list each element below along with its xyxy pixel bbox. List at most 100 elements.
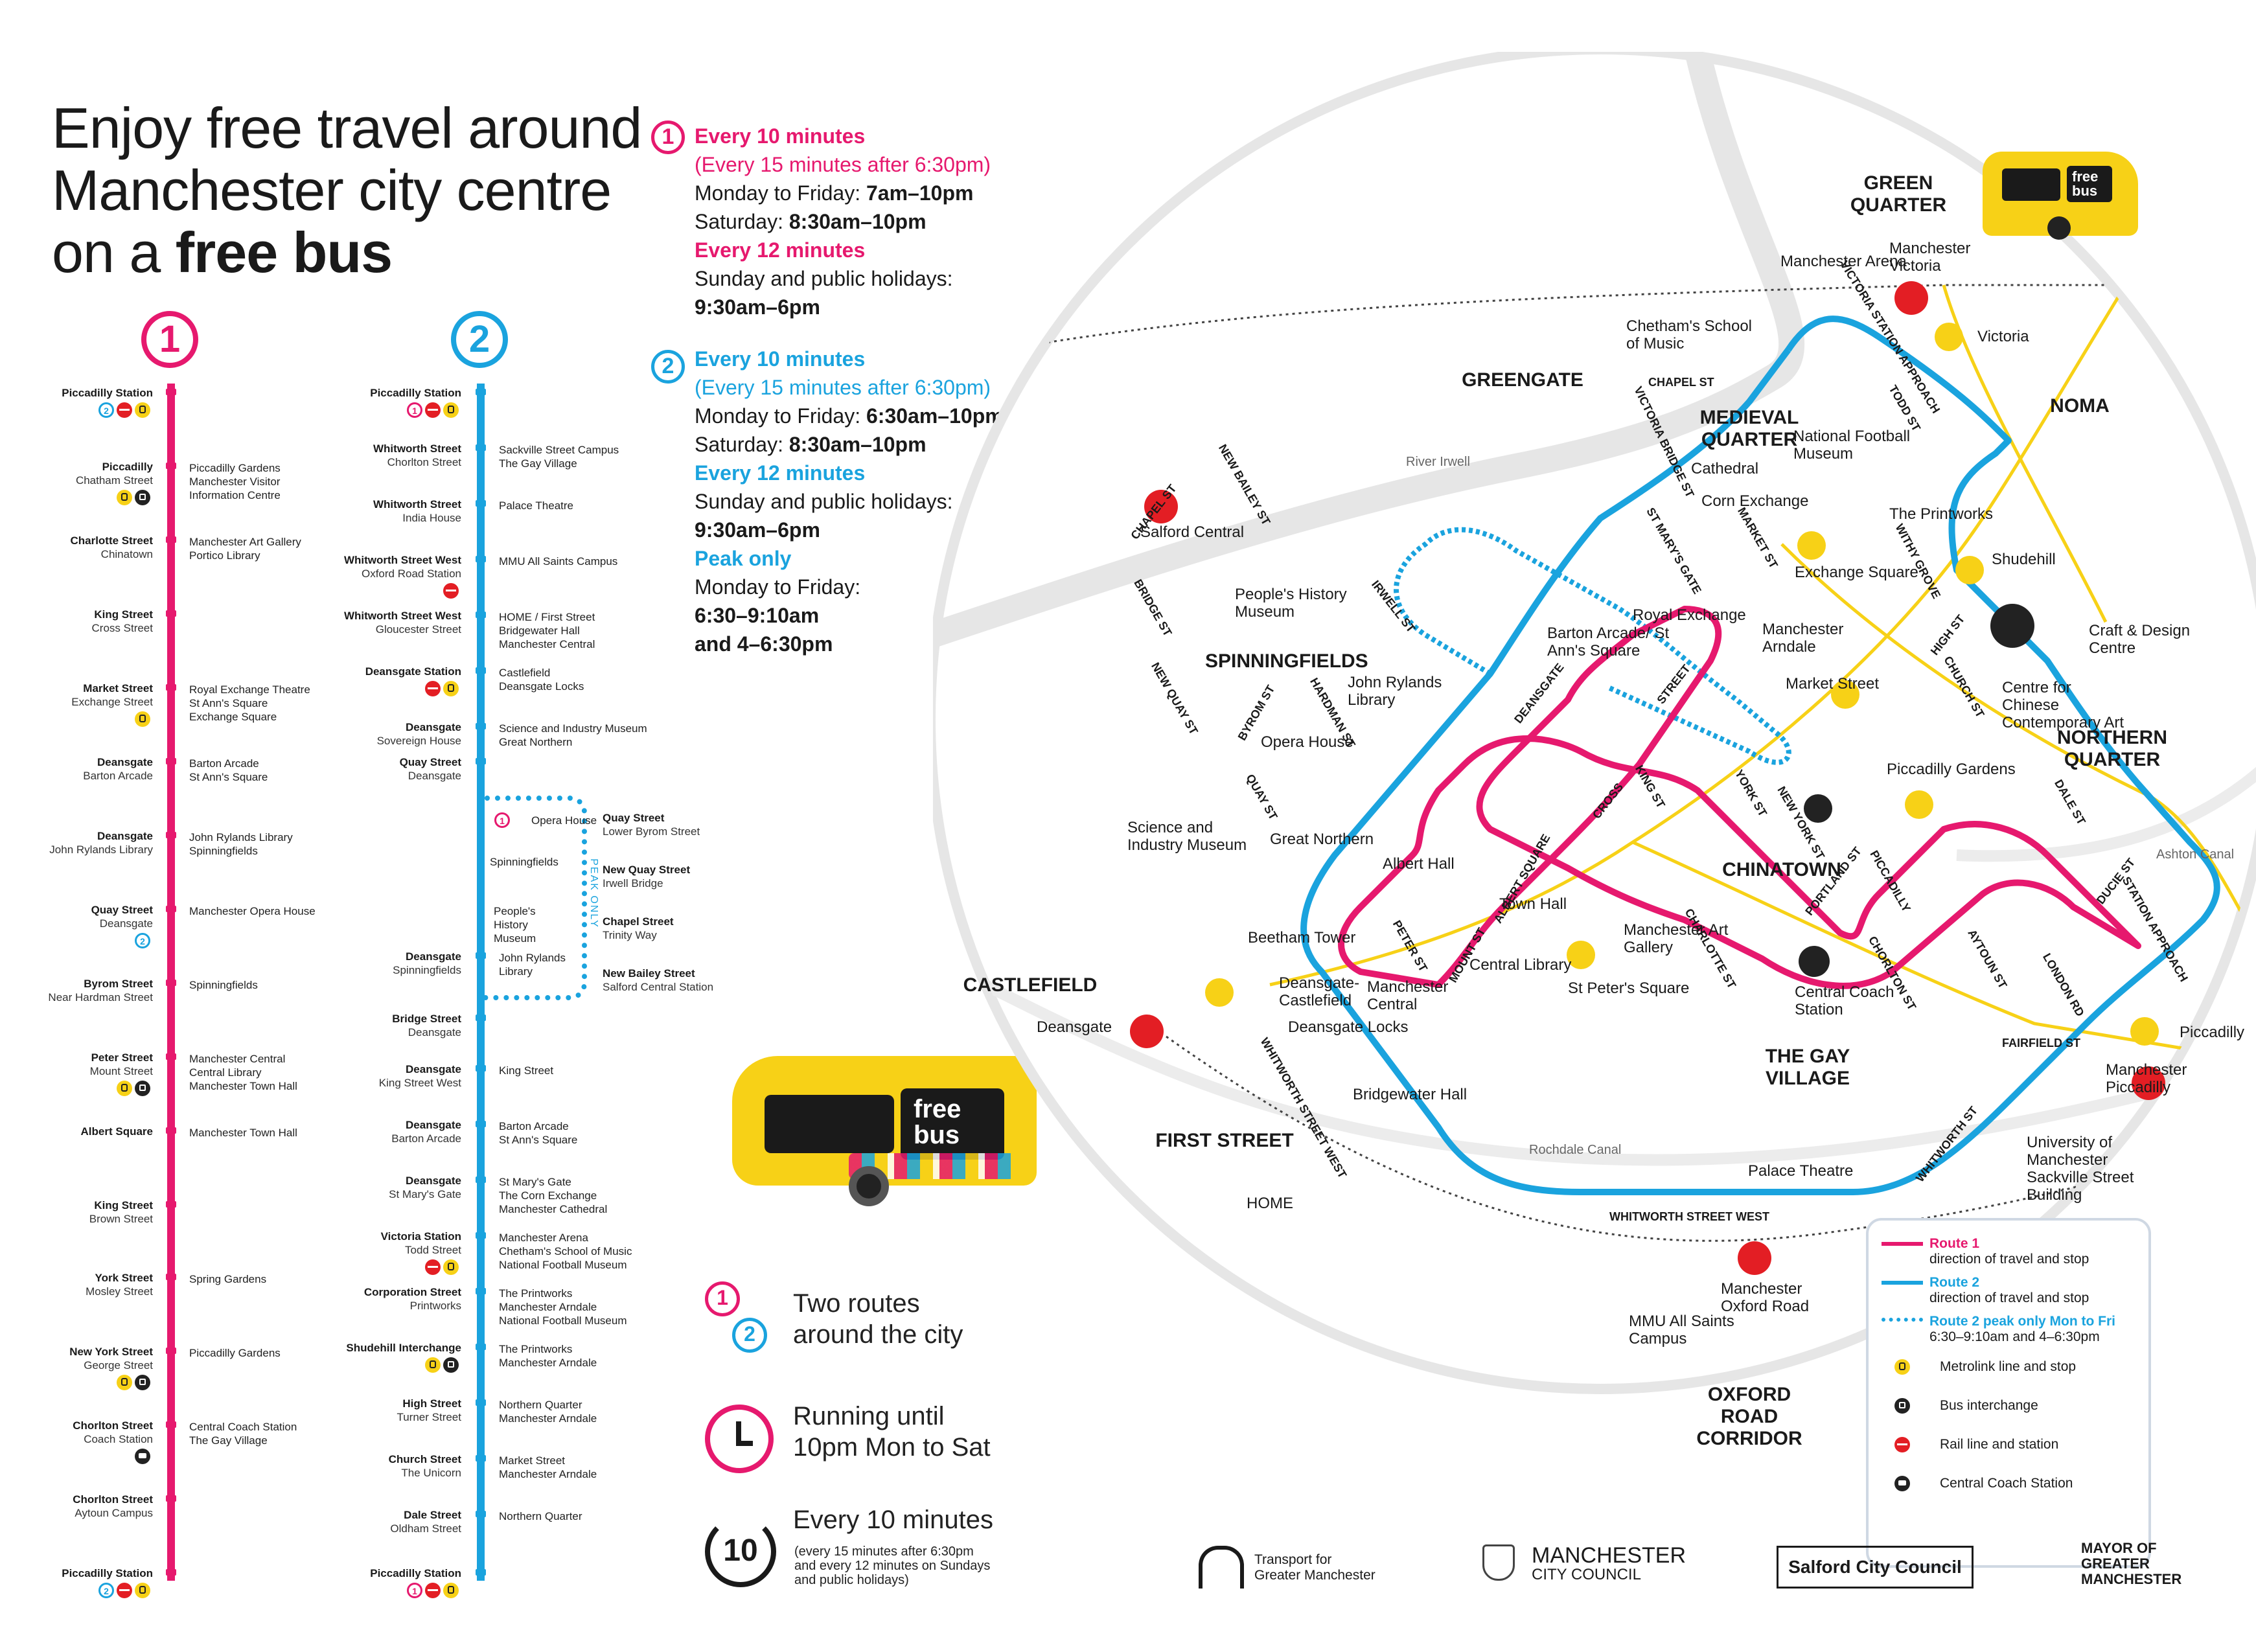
legend-rail: Rail line and station: [1882, 1437, 2058, 1453]
stop-street: Deansgate: [99, 917, 153, 930]
mayor-logo: MAYOR OF GREATER MANCHESTER: [2081, 1540, 2182, 1587]
legend-coach-icon: [1894, 1476, 1910, 1492]
stop-name: Deansgate: [406, 1119, 461, 1131]
stop-street: Sovereign House: [376, 735, 461, 747]
route-1-icon: 1: [407, 402, 422, 418]
place-label: Craft & Design Centre: [2089, 622, 2191, 657]
stop-name: York Street: [95, 1272, 153, 1284]
legend-route-2: Route 2 direction of travel and stop: [1882, 1275, 2089, 1306]
r2-sunday-label: Sunday and public holidays:: [695, 490, 953, 513]
r2-sunday-hours: 9:30am–6pm: [695, 518, 820, 542]
peak-left-opera-house: Opera House: [531, 814, 597, 827]
place-label: Victoria: [1977, 328, 2029, 345]
nearby-place: Manchester Arndale: [499, 1468, 597, 1480]
route1-stop-marker: [166, 832, 176, 838]
place-label: Deansgate: [1037, 1018, 1112, 1036]
place-label: Manchester Art Gallery: [1624, 921, 1729, 956]
place-label: Palace Theatre: [1748, 1162, 1854, 1180]
place-label: St Peter's Square: [1568, 980, 1690, 997]
route2-nearby-places: Palace Theatre: [499, 499, 573, 512]
bus-icon: [443, 1357, 459, 1373]
place-label: Town Hall: [1499, 895, 1567, 913]
stop-street: Near Hardman Street: [48, 991, 153, 1004]
place-label: Ashton Canal: [2156, 847, 2235, 862]
stop-street: St Mary's Gate: [389, 1188, 461, 1200]
street-label: CHAPEL ST: [1648, 376, 1714, 389]
place-label: Shudehill: [1992, 551, 2056, 568]
manchester-crest-icon: [1482, 1544, 1515, 1581]
stop-street: Barton Arcade: [83, 770, 153, 782]
nearby-place: King Street: [499, 1064, 554, 1077]
nearby-place: Sackville Street Campus: [499, 444, 619, 456]
nearby-place: Manchester Arndale: [499, 1412, 597, 1425]
district-label: CHINATOWN: [1722, 859, 1841, 880]
stop-name: Chapel Street: [603, 915, 674, 928]
legend-coach: Central Coach Station: [1882, 1476, 2073, 1492]
r2-peak-evening: and 4–6:30pm: [695, 632, 833, 656]
peak-only-loop: [477, 796, 587, 1000]
route1-stop-marker: [166, 536, 176, 543]
route2-stop-marker: [476, 1399, 486, 1406]
legend-bus-icon: [1894, 1398, 1910, 1414]
bus-wheel: [849, 1166, 889, 1206]
place-label: Manchester Piccadilly: [2106, 1061, 2187, 1096]
nearby-place: Palace Theatre: [499, 499, 573, 512]
route1-stop-marker: [166, 610, 176, 617]
metrolink-piccadilly-icon: [2130, 1017, 2159, 1046]
free-bus-illustration: free bus: [732, 1056, 1037, 1206]
route1-stop-marker: [166, 389, 176, 395]
place-label: Manchester Victoria: [1889, 240, 1971, 275]
nearby-place: Great Northern: [499, 736, 573, 748]
metrolink-icon: [443, 1259, 459, 1275]
place-label: Manchester Oxford Road: [1721, 1280, 1810, 1315]
stop-name: Victoria Station: [380, 1230, 461, 1243]
timetable-route-1: Every 10 minutes (Every 15 minutes after…: [695, 122, 991, 321]
place-label: John Rylands Library: [1348, 674, 1442, 709]
stop-name: Corporation Street: [363, 1286, 461, 1298]
river-irwell: [933, 52, 1805, 647]
place-label: Opera House: [1261, 733, 1353, 751]
place-label: Piccadilly Gardens: [1887, 761, 2016, 778]
rail-station-piccadilly-icon: [2132, 1066, 2165, 1100]
stop-street: Trinity Way: [603, 929, 657, 941]
rail-icon: [425, 1259, 441, 1275]
rail-station-oxford-road-icon: [1738, 1241, 1771, 1275]
rochdale-canal: [933, 953, 2256, 1166]
district-label: CASTLEFIELD: [963, 974, 1098, 996]
rail-icon: [425, 402, 441, 418]
place-label: Science and Industry Museum: [1127, 819, 1247, 854]
stop-street: Coach Station: [84, 1433, 153, 1445]
route2-line: [477, 384, 485, 1581]
metrolink-victoria-icon: [1935, 323, 1963, 351]
legend-route-1: Route 1 direction of travel and stop: [1882, 1236, 2089, 1267]
route-1-icon: 1: [141, 311, 198, 368]
r2-peak-days: Monday to Friday:: [695, 575, 861, 599]
nearby-place: Exchange Square: [189, 711, 277, 723]
route2-nearby-places: MMU All Saints Campus: [499, 555, 617, 568]
stop-name: New Quay Street: [603, 864, 691, 876]
stop-street: Turner Street: [397, 1411, 461, 1423]
nearby-place: The Gay Village: [189, 1434, 268, 1447]
nearby-place: Piccadilly Gardens: [189, 462, 281, 474]
route1-stop-marker: [166, 906, 176, 912]
route2-stop-marker: [476, 1232, 486, 1239]
stop-street: Printworks: [409, 1300, 461, 1312]
nearby-place: Deansgate Locks: [499, 680, 584, 693]
nearby-place: St Ann's Square: [189, 697, 268, 709]
place-label: Rochdale Canal: [1529, 1143, 1622, 1157]
rail-station-salford-central-icon: [1144, 490, 1178, 523]
